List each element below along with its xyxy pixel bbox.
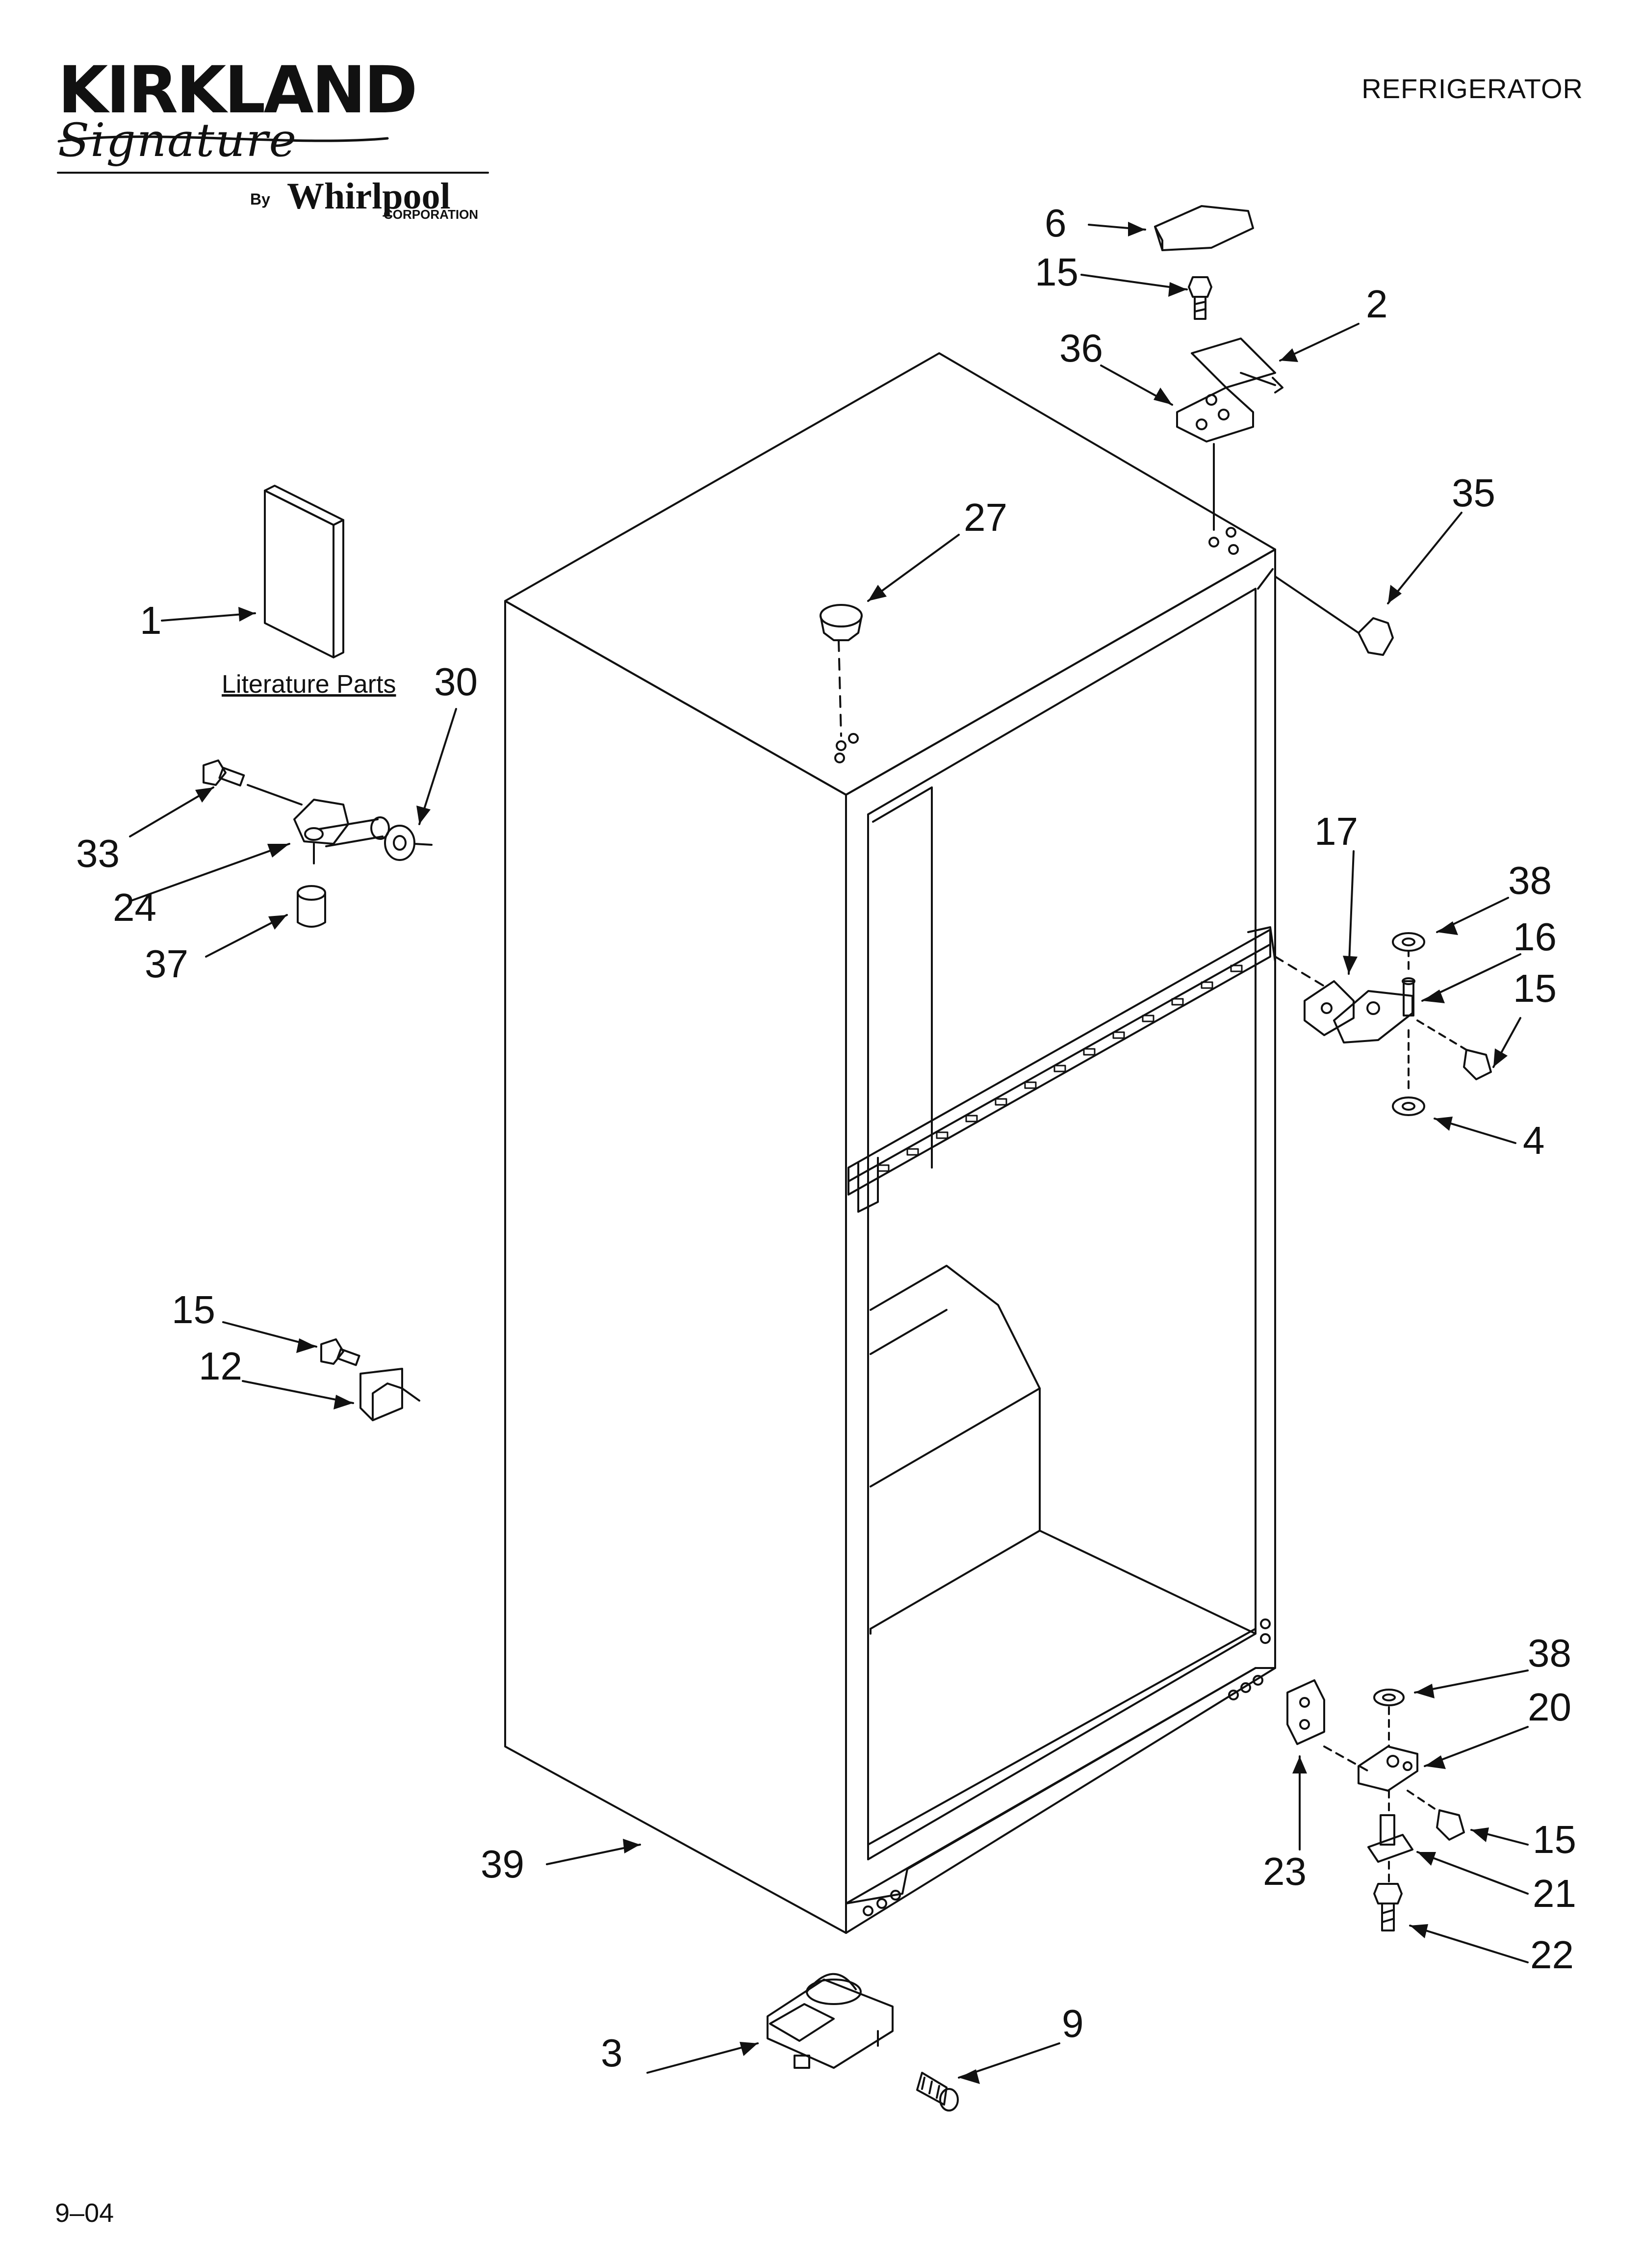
callout-22: 22	[1530, 1933, 1574, 1977]
top-hinge-assembly	[1154, 205, 1283, 531]
cabinet-body	[504, 352, 1276, 1934]
callout-27: 27	[964, 495, 1007, 539]
callout-15-top: 15	[1035, 250, 1078, 294]
callout-16: 16	[1513, 915, 1557, 959]
left-door-stop-assembly	[320, 1338, 420, 1421]
brand-logo-main: KIRKLAND	[58, 52, 418, 128]
brand-maker-logo: Whirlpool	[287, 176, 451, 217]
callout-6: 6	[1045, 201, 1067, 245]
callout-38-mid: 38	[1508, 859, 1552, 902]
callout-23: 23	[1263, 1850, 1307, 1893]
callout-37: 37	[145, 942, 188, 986]
literature-parts-caption: Literature Parts	[222, 670, 396, 699]
callout-38-bottom: 38	[1528, 1631, 1571, 1675]
brand-by-text: By	[250, 190, 270, 208]
callout-12: 12	[199, 1344, 242, 1388]
callout-24: 24	[113, 886, 156, 929]
callout-3: 3	[601, 2031, 623, 2075]
callout-1: 1	[140, 599, 162, 642]
arrowheads	[195, 222, 1508, 2084]
callout-36: 36	[1059, 326, 1103, 370]
callout-9: 9	[1062, 2002, 1084, 2045]
callout-15-left: 15	[172, 1288, 215, 1331]
left-hinge-pin-assembly	[203, 759, 433, 928]
hinge-plug	[1274, 575, 1394, 656]
center-hinge-assembly	[1274, 932, 1492, 1116]
section-title: REFRIGERATOR	[1361, 73, 1583, 104]
top-plug	[820, 604, 863, 737]
literature-booklet	[264, 485, 344, 658]
logo-swash	[57, 135, 389, 143]
bottom-hinge-assembly	[1286, 1679, 1465, 1931]
leader-lines	[129, 224, 1529, 2079]
callout-15-mid: 15	[1513, 966, 1557, 1010]
callout-35: 35	[1452, 471, 1495, 515]
callout-2: 2	[1366, 282, 1388, 326]
footer-date-code: 9–04	[55, 2198, 114, 2228]
leveling-roller-assembly	[767, 1973, 959, 2112]
callout-4: 4	[1523, 1119, 1545, 1162]
callout-20: 20	[1528, 1685, 1571, 1729]
brand-maker-suffix: CORPORATION	[384, 207, 479, 222]
callout-15-bottom: 15	[1533, 1818, 1576, 1861]
callout-33: 33	[76, 832, 120, 875]
callout-39: 39	[481, 1842, 524, 1886]
callout-17: 17	[1314, 809, 1358, 853]
callout-21: 21	[1533, 1872, 1576, 1915]
callout-30: 30	[434, 660, 478, 704]
